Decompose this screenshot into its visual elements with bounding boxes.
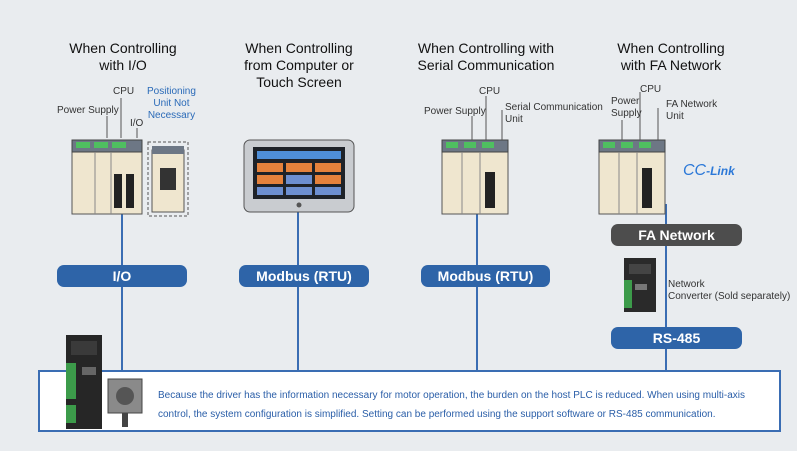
io-power-supply-label: Power Supply	[57, 105, 119, 116]
cc-link-logo: CC-Link	[683, 162, 735, 179]
touch-screen-illustration	[243, 139, 355, 213]
column-title-io: When Controlling with I/O	[69, 40, 177, 73]
driver-motor-illustration	[66, 335, 143, 429]
network-converter-illustration	[624, 258, 656, 312]
fa-network-unit-label: FA Network Unit	[666, 99, 718, 122]
info-text: Because the driver has the information n…	[158, 390, 745, 420]
network-converter-label: Network Converter (Sold separately)	[668, 279, 791, 302]
fa-connection-line	[665, 204, 667, 372]
plc-io-illustration	[71, 139, 189, 217]
fa-leader-lines	[621, 92, 659, 140]
column-title-fa-network: When Controlling with FA Network	[617, 40, 725, 73]
touch-modbus-label: Modbus (RTU)	[239, 265, 369, 287]
io-connection-line	[121, 212, 123, 372]
column-title-serial: When Controlling with Serial Communicati…	[417, 40, 555, 73]
serial-comm-unit-label: Serial Communication Unit	[505, 102, 603, 125]
column-title-touch-screen: When Controlling from Computer or Touch …	[244, 40, 354, 90]
plc-serial-illustration	[441, 139, 509, 215]
fa-cpu-label: CPU	[640, 84, 662, 95]
io-positioning-label: Positioning Unit Not Necessary	[147, 86, 196, 121]
io-io-label: I/O	[130, 118, 144, 129]
touch-connection-line	[297, 204, 299, 372]
serial-connection-line	[476, 212, 478, 372]
serial-leader-lines	[471, 96, 503, 140]
io-leader-lines	[106, 98, 138, 138]
plc-fa-illustration	[598, 139, 666, 215]
serial-power-supply-label: Power Supply	[424, 106, 486, 117]
fa-network-label: FA Network	[611, 224, 742, 246]
serial-modbus-label: Modbus (RTU)	[421, 265, 550, 287]
fa-power-supply-label: Power Supply	[611, 96, 642, 119]
io-bus-label: I/O	[57, 265, 187, 287]
io-cpu-label: CPU	[113, 86, 135, 97]
rs485-label: RS-485	[611, 327, 742, 349]
info-box: Because the driver has the information n…	[38, 370, 781, 432]
serial-cpu-label: CPU	[479, 86, 501, 97]
